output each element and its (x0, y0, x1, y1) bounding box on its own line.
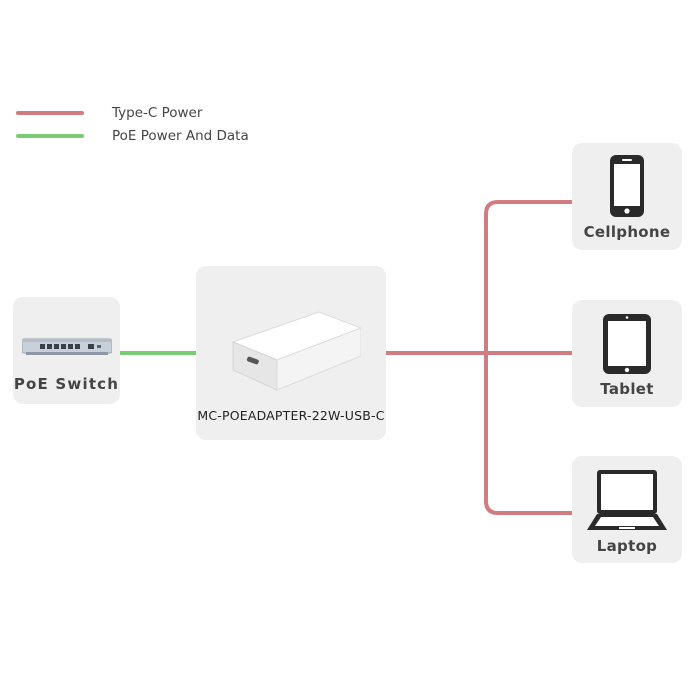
branch-laptop-line (484, 353, 572, 515)
poe-adapter-icon (196, 306, 386, 392)
legend-label-poe: PoE Power And Data (112, 128, 249, 144)
poe-switch-card[interactable]: PoE Switch (13, 297, 120, 404)
tablet-label: Tablet (600, 380, 654, 398)
network-switch-icon (13, 337, 120, 357)
adapter-card[interactable]: MC-POEADAPTER-22W-USB-C (196, 266, 386, 440)
laptop-label: Laptop (596, 537, 658, 555)
poe-switch-label: PoE Switch (13, 375, 120, 393)
laptop-card[interactable]: Laptop (572, 456, 682, 563)
branch-cellphone-line (484, 200, 572, 353)
cellphone-label: Cellphone (583, 223, 671, 241)
legend-item-type-c-power: Type-C Power (16, 105, 202, 121)
cellphone-icon (572, 153, 682, 219)
tablet-card[interactable]: Tablet (572, 300, 682, 407)
cellphone-card[interactable]: Cellphone (572, 143, 682, 250)
tablet-icon (572, 312, 682, 376)
legend-swatch-poe (16, 134, 84, 138)
laptop-icon (572, 468, 682, 534)
legend-swatch-type-c (16, 111, 84, 115)
adapter-label: MC-POEADAPTER-22W-USB-C (197, 408, 385, 423)
legend-item-poe: PoE Power And Data (16, 128, 249, 144)
legend-label-type-c: Type-C Power (112, 105, 203, 121)
